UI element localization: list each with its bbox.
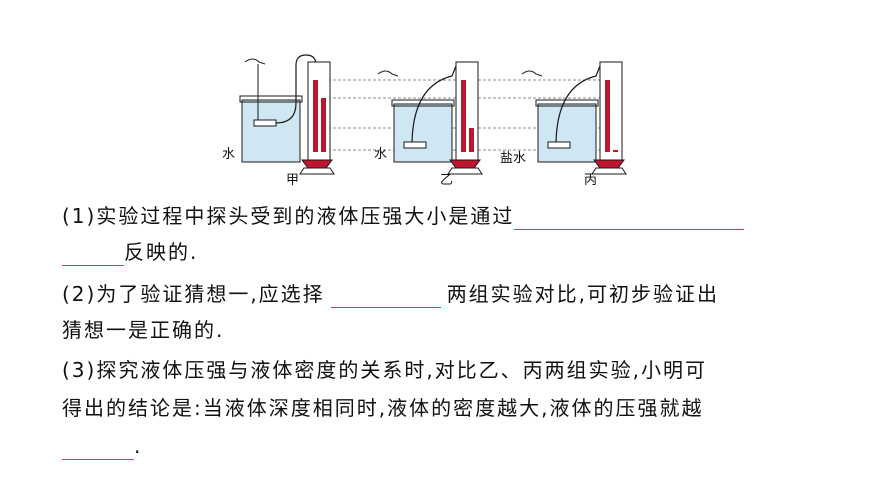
question-2-line-2: 猜想一是正确的.	[62, 316, 224, 344]
manometer-jia	[307, 61, 331, 161]
question-3-text: (3)探究液体压强与液体密度的关系时,对比乙、丙两组实验,小明可	[62, 358, 708, 382]
probe-jia	[253, 119, 277, 127]
hand-icon	[244, 58, 266, 65]
answer-blank-1[interactable]	[514, 207, 745, 230]
hand-icon	[521, 70, 543, 77]
label-jia: 甲	[286, 173, 299, 188]
question-3-text-2: 得出的结论是:当液体深度相同时,液体的密度越大,液体的压强就越	[62, 396, 704, 420]
setup-bing	[521, 61, 627, 175]
answer-blank-3[interactable]	[62, 437, 134, 460]
probe-bing	[547, 141, 571, 149]
question-3-text-3: .	[134, 434, 143, 458]
answer-blank-2[interactable]	[330, 285, 441, 308]
setup-yi	[377, 61, 483, 175]
question-3-line-2: 得出的结论是:当液体深度相同时,液体的密度越大,液体的压强就越	[62, 394, 703, 422]
manometer-bing	[599, 61, 623, 161]
label-salt-water: 盐水	[500, 151, 526, 166]
beaker-bing	[537, 103, 597, 163]
answer-blank-1-cont[interactable]	[62, 243, 124, 266]
label-water-yi: 水	[374, 147, 387, 162]
question-1-text: (1)实验过程中探头受到的液体压强大小是通过	[62, 204, 515, 228]
question-1-text-2: 反映的.	[124, 240, 199, 264]
question-3-line-3: .	[62, 432, 142, 460]
experiment-figure: 水 水 盐水 甲 乙 丙	[222, 54, 627, 188]
question-1-line-2: 反映的.	[62, 238, 198, 266]
setup-jia	[239, 54, 335, 175]
label-bing: 丙	[584, 173, 597, 188]
manometer-yi	[455, 61, 479, 161]
label-water-jia: 水	[222, 147, 235, 162]
question-1-line-1: (1)实验过程中探头受到的液体压强大小是通过	[62, 202, 745, 230]
question-3-line-1: (3)探究液体压强与液体密度的关系时,对比乙、丙两组实验,小明可	[62, 356, 707, 384]
probe-yi	[403, 141, 427, 149]
beaker-yi	[393, 103, 453, 163]
question-2-line-1: (2)为了验证猜想一,应选择 两组实验对比,可初步验证出	[62, 280, 719, 308]
beaker-jia	[241, 99, 301, 163]
question-2-text-3: 猜想一是正确的.	[62, 318, 225, 342]
hand-icon	[377, 70, 399, 77]
question-2-text-2: 两组实验对比,可初步验证出	[446, 282, 720, 306]
label-yi: 乙	[440, 173, 453, 188]
question-2-text: (2)为了验证猜想一,应选择	[62, 282, 325, 306]
